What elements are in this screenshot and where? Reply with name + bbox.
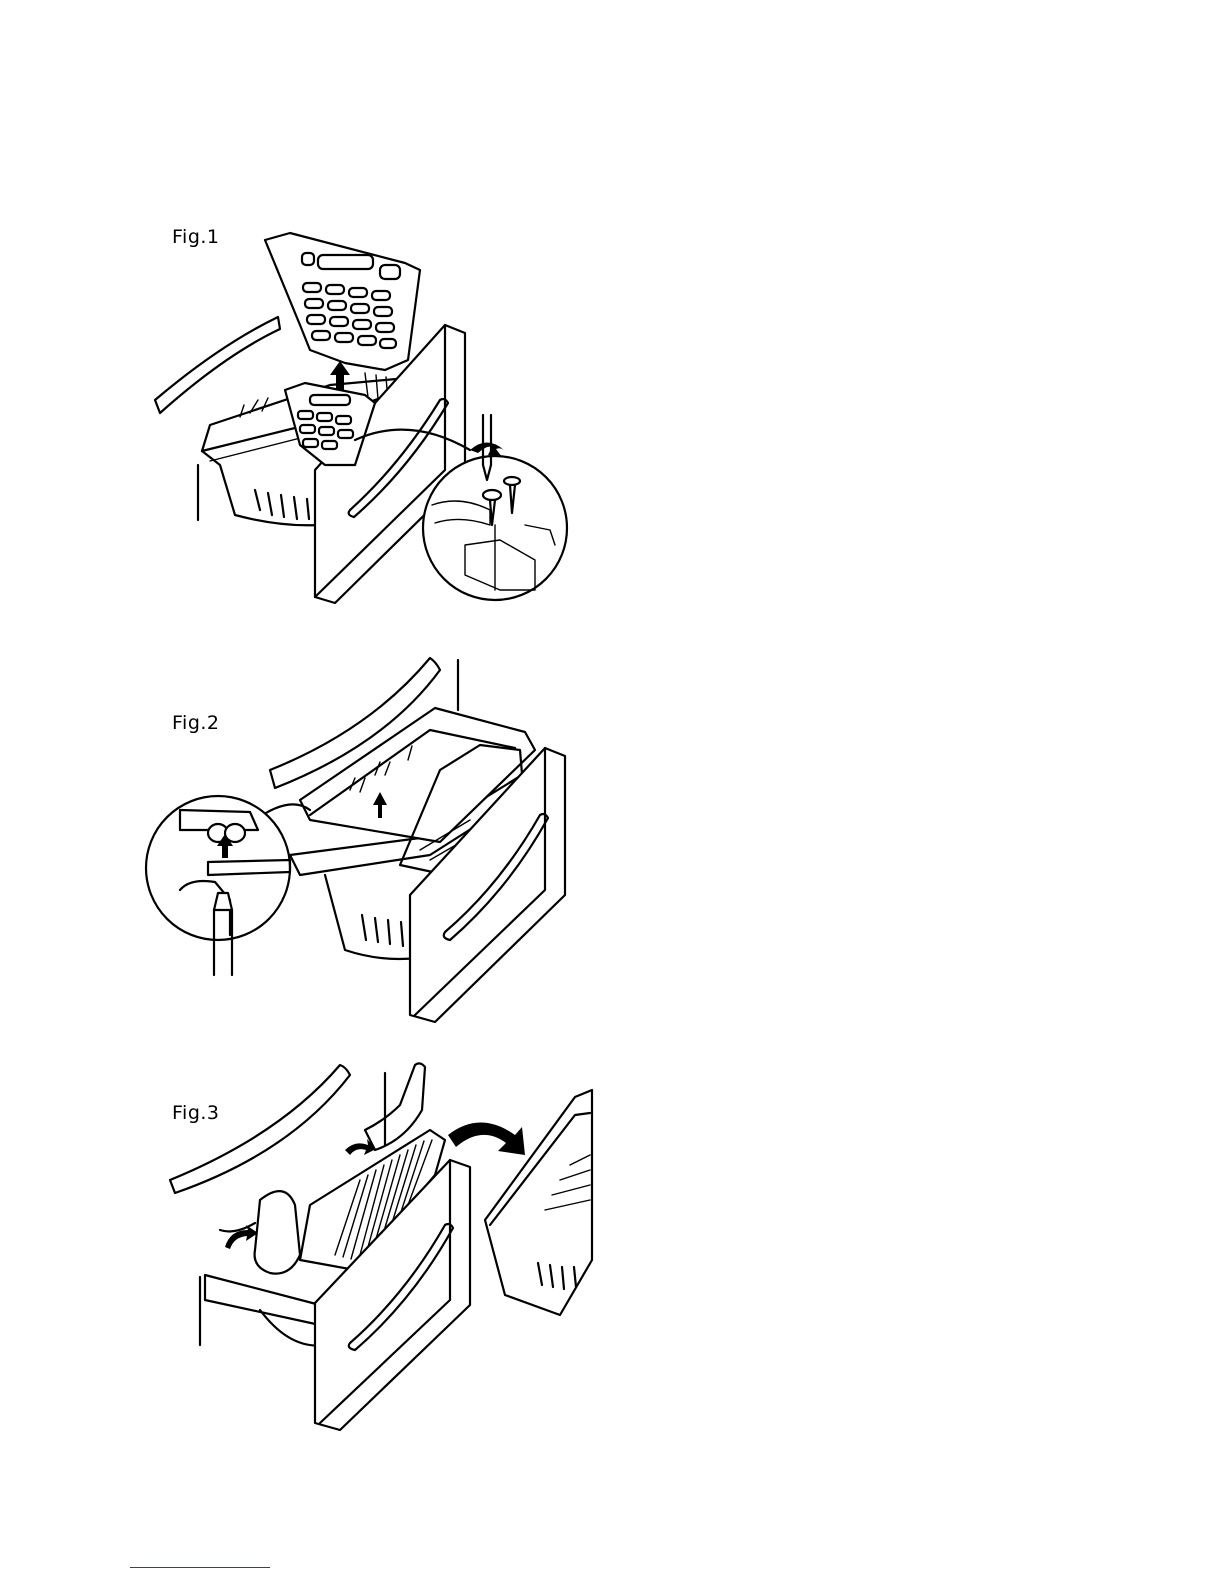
fig3-hand-left [255,1191,300,1274]
fig3-remove-arrow [448,1123,525,1156]
footer-link-underline[interactable] [130,1567,270,1568]
fig1-illustration [140,225,600,615]
fig1-bin-vents [255,490,309,519]
fig2-bin-vents [362,915,415,947]
fig2-detail-circle [146,796,290,940]
fig3-illustration [160,1055,600,1435]
fig3-removed-bin [485,1090,592,1315]
fig3-hand-right [365,1063,425,1150]
fig2-illustration [140,650,580,1030]
fig1-detail-circle [423,456,567,600]
fig1-rotate-arrow [470,443,504,458]
fig3-door-handle-arc [170,1065,350,1193]
fig1-door-handle-arc [155,317,280,413]
fig1-divider-panel [265,233,420,370]
